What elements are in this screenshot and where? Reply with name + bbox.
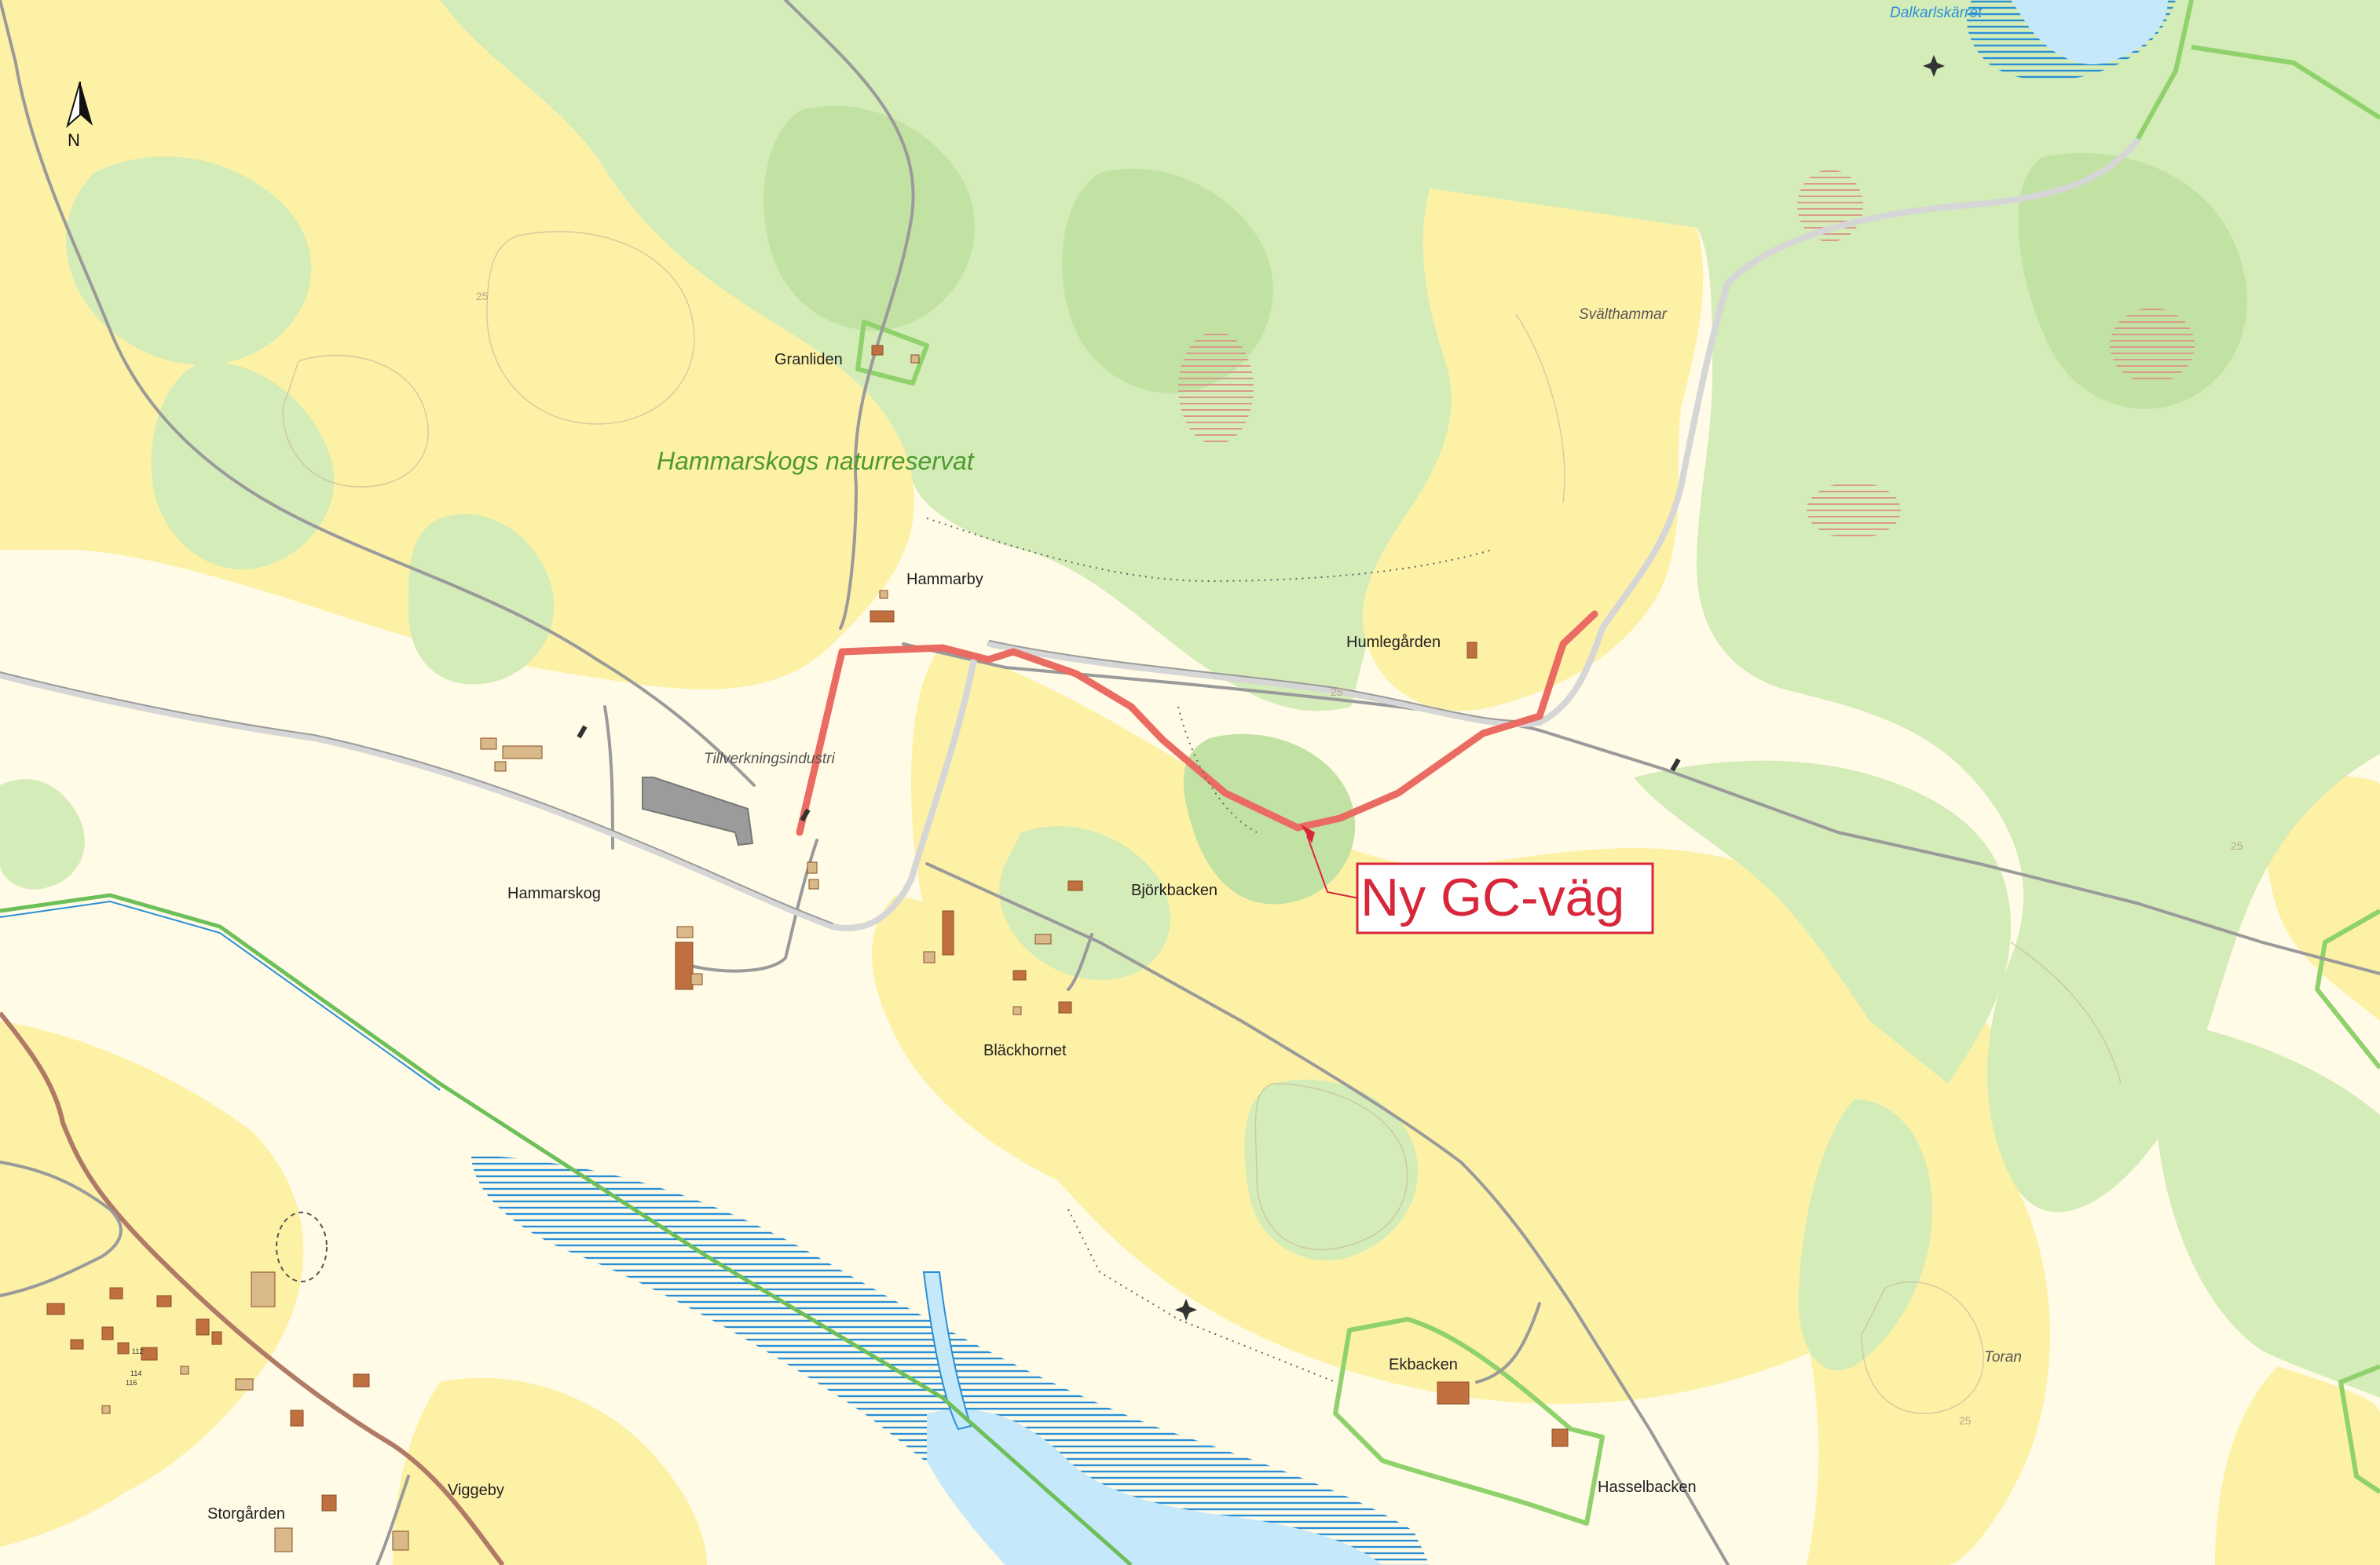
label-toran: Toran	[1984, 1349, 2022, 1366]
label-tillverkningsindustri: Tillverkningsindustri	[704, 751, 835, 767]
gc-route-callout[interactable]: Ny GC-väg	[1301, 825, 1654, 934]
gc-route-line[interactable]	[796, 610, 1598, 836]
label-reserve: Hammarskogs naturreservat	[657, 447, 975, 475]
label-bjorkbacken: Björkbacken	[1131, 882, 1217, 899]
railway-line	[0, 893, 1133, 1565]
house-number: 112	[132, 1347, 143, 1355]
ancient-remains-icon	[276, 1212, 328, 1282]
industry-building	[642, 777, 754, 846]
contour-number: 25	[2231, 839, 2243, 852]
main-road	[0, 1011, 505, 1565]
contour-number: 25	[1959, 1414, 1972, 1427]
label-hammarskog: Hammarskog	[507, 885, 601, 902]
house-numbers: 112 114 116	[126, 1347, 143, 1387]
label-dalkarlskarret: Dalkarlskärret	[1890, 5, 1983, 21]
contour-number: 25	[476, 290, 489, 302]
place-labels: Granliden Hammarby Humlegården Svälthamm…	[207, 5, 2022, 1523]
reserve-boundaries	[855, 0, 2380, 1526]
house-number: 114	[130, 1369, 141, 1377]
label-storgarden: Storgården	[207, 1505, 285, 1523]
label-humlegarden: Humlegården	[1346, 634, 1441, 651]
compass-label: N	[68, 130, 80, 150]
contour-numbers: 25 25 25 25	[476, 290, 2243, 1427]
contour-lines	[282, 231, 2122, 1414]
light-roads	[0, 138, 2140, 931]
trails	[926, 517, 1493, 1383]
label-svalthammar: Svälthammar	[1579, 306, 1668, 323]
label-blackhornet: Bläckhornet	[983, 1042, 1067, 1059]
callout-box	[1356, 862, 1654, 934]
survey-points	[577, 55, 1945, 1321]
label-granliden: Granliden	[774, 351, 843, 368]
house-number: 116	[126, 1379, 137, 1387]
label-hammarby: Hammarby	[906, 571, 983, 588]
label-viggeby: Viggeby	[448, 1482, 504, 1499]
callout-label: Ny GC-väg	[1360, 868, 1624, 927]
label-ekbacken: Ekbacken	[1389, 1356, 1458, 1373]
light-roads-edge	[0, 640, 1540, 924]
compass: N	[66, 81, 93, 150]
contour-number: 25	[1331, 686, 1343, 698]
marsh-areas	[1178, 170, 2195, 539]
buildings	[46, 345, 1569, 1552]
label-hasselbacken: Hasselbacken	[1598, 1479, 1697, 1496]
